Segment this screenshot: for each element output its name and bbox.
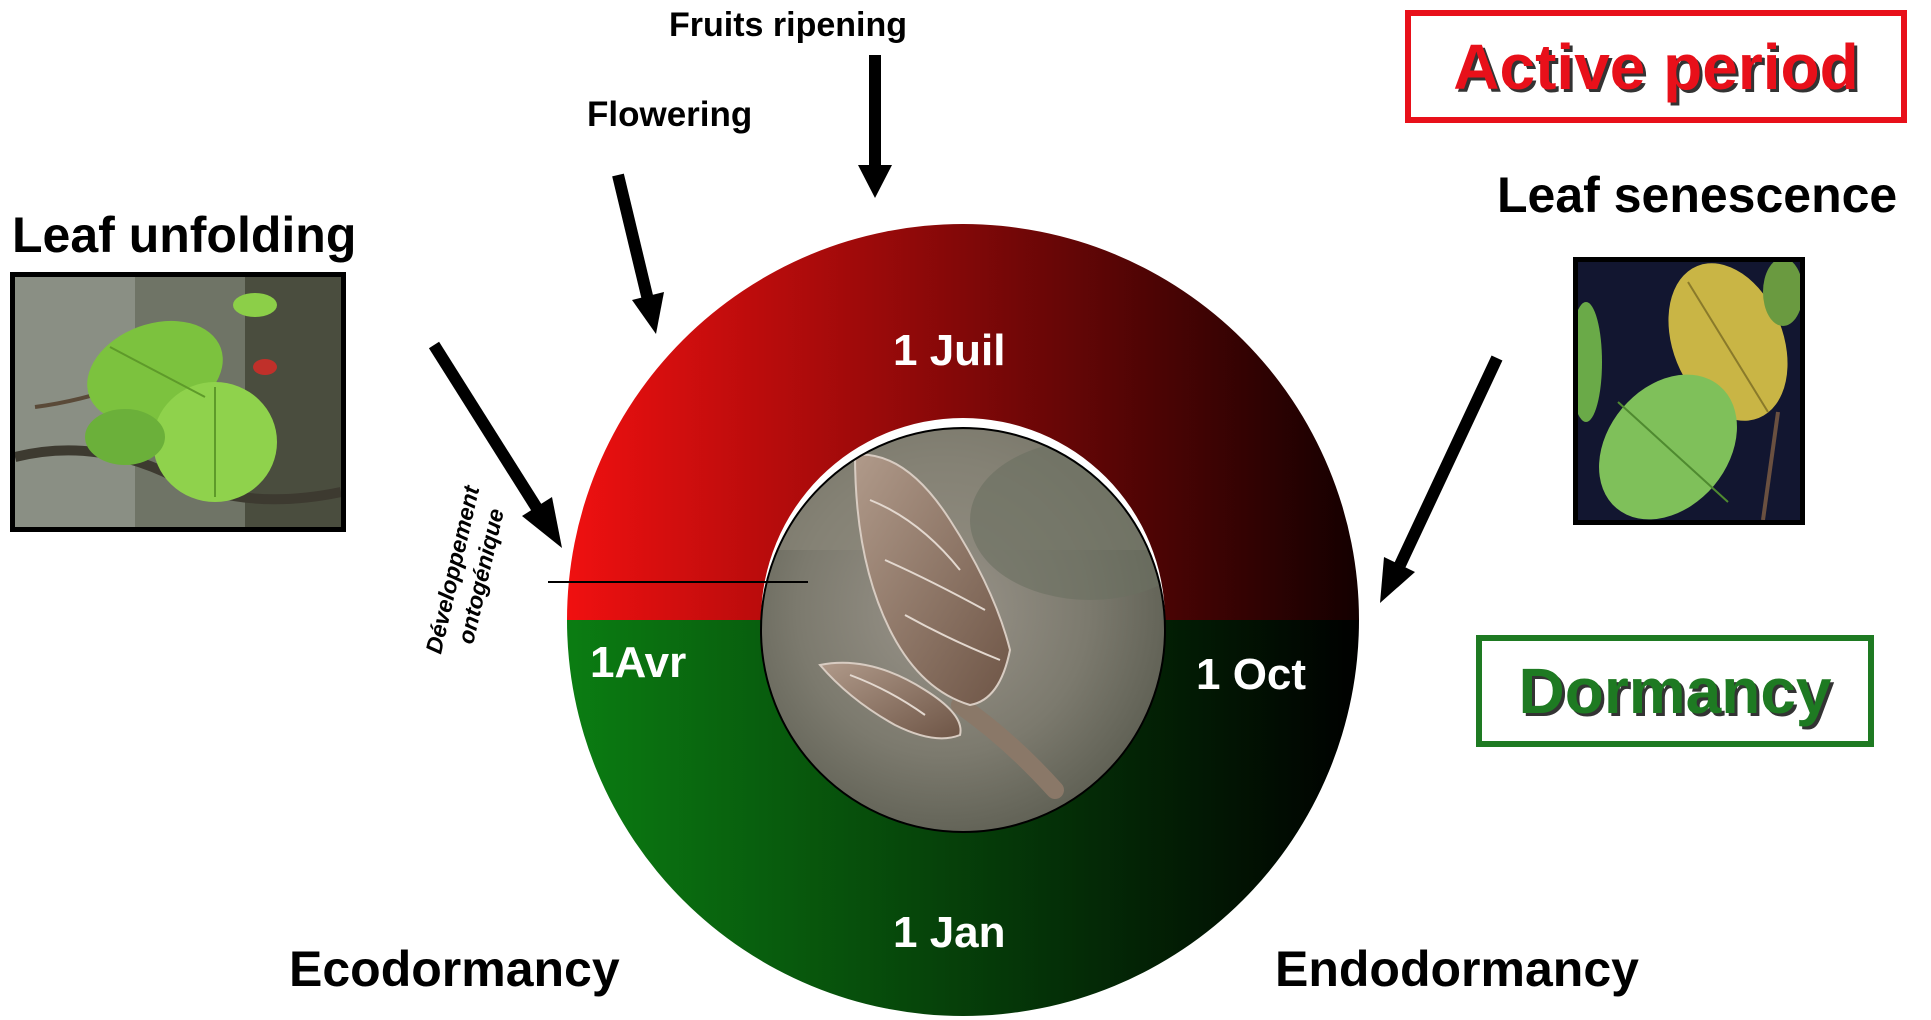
date-label-avr: 1Avr [590,638,686,688]
legend-dormancy-text: Dormancy [1519,654,1832,728]
arrow-flowering [618,175,664,334]
leaf-unfolding-photo [10,272,346,532]
label-flowering: Flowering [587,95,752,135]
leaf-senescence-photo [1573,257,1805,525]
label-leaf-senescence: Leaf senescence [1497,166,1897,224]
date-label-oct: 1 Oct [1196,650,1306,700]
label-endodormancy: Endodormancy [1275,940,1639,998]
legend-active-period-text: Active period [1453,30,1858,104]
arrow-fruits-ripening [858,55,892,198]
label-ecodormancy: Ecodormancy [289,940,620,998]
date-label-jan: 1 Jan [893,908,1006,958]
date-label-juil: 1 Juil [893,326,1006,376]
label-leaf-unfolding: Leaf unfolding [12,206,356,264]
legend-active-period: Active period [1405,10,1907,123]
legend-dormancy: Dormancy [1476,635,1874,747]
arrow-leaf-senescence [1380,358,1497,603]
label-fruits-ripening: Fruits ripening [669,6,907,45]
